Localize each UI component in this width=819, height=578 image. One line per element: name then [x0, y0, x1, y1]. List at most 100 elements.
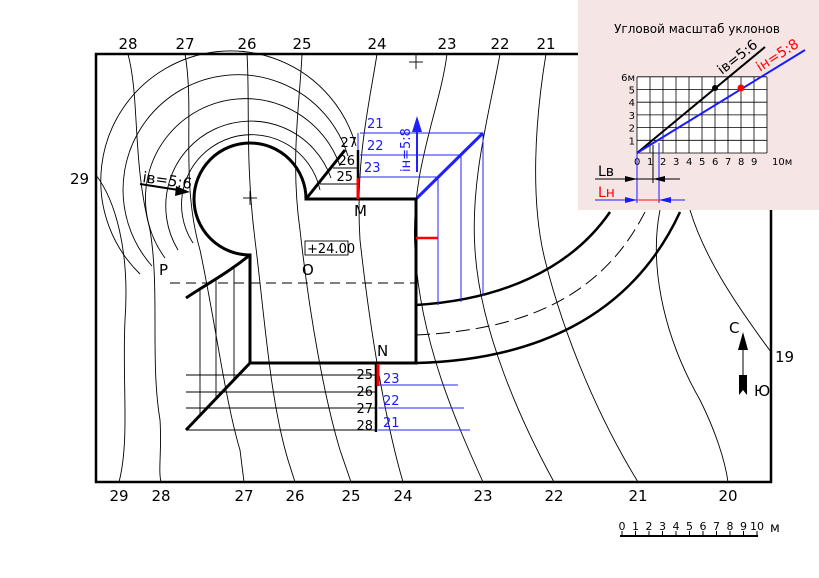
scale-tick-label: 5	[686, 520, 693, 533]
svg-text:24: 24	[393, 487, 412, 505]
svg-text:м: м	[770, 521, 780, 536]
cut-slope-label: iн=5:8	[399, 128, 414, 172]
svg-text:23: 23	[383, 372, 400, 387]
svg-text:22: 22	[367, 139, 384, 154]
contour-29	[95, 174, 127, 483]
svg-text:27: 27	[175, 35, 194, 53]
contour-23	[413, 53, 484, 483]
crosshair-icon	[243, 55, 423, 205]
contour-19	[689, 209, 772, 353]
svg-text:21: 21	[367, 117, 384, 132]
svg-text:28: 28	[118, 35, 137, 53]
svg-text:23: 23	[364, 161, 381, 176]
north-arrow-icon	[738, 332, 748, 395]
inset-x-tick: 2	[660, 157, 666, 168]
contour-21	[535, 53, 639, 483]
svg-text:26: 26	[285, 487, 304, 505]
scale-tick-label: 4	[673, 520, 680, 533]
svg-text:23: 23	[473, 487, 492, 505]
right-contour-label: 19	[775, 348, 794, 366]
top-fill-marks: 27 26 25	[336, 136, 357, 185]
svg-text:27: 27	[234, 487, 253, 505]
slope-scale-inset: Угловой масштаб уклонов 123456м012345678…	[578, 0, 819, 210]
contour-27	[184, 53, 245, 483]
svg-text:25: 25	[341, 487, 360, 505]
contour-28	[127, 53, 162, 483]
scale-tick-label: 7	[713, 520, 720, 533]
svg-text:29: 29	[109, 487, 128, 505]
cut-arrow-icon	[412, 116, 422, 172]
point-N: N	[377, 342, 388, 360]
scale-tick-label: 0	[619, 520, 626, 533]
inset-title: Угловой масштаб уклонов	[614, 22, 780, 36]
inset-x-tick: 6	[712, 157, 718, 168]
inset-y-tick: 6м	[621, 73, 635, 84]
point-P: P	[159, 261, 168, 279]
scale-tick-label: 10	[750, 520, 764, 533]
svg-text:26: 26	[338, 154, 355, 169]
point-O: O	[302, 261, 314, 279]
svg-text:21: 21	[536, 35, 555, 53]
fill-arrow-icon	[139, 183, 190, 196]
elevation-mark: +24.00	[307, 242, 355, 257]
cut-scale-line	[636, 49, 806, 154]
svg-text:26: 26	[356, 385, 373, 400]
svg-text:23: 23	[437, 35, 456, 53]
svg-text:22: 22	[490, 35, 509, 53]
inset-y-tick: 1	[629, 136, 635, 147]
inset-y-tick: 3	[629, 111, 635, 122]
svg-text:22: 22	[383, 394, 400, 409]
svg-text:25: 25	[356, 368, 373, 383]
inset-y-tick: 2	[629, 124, 635, 135]
bottom-cut-marks: 23 22 21	[383, 372, 400, 431]
svg-text:20: 20	[718, 487, 737, 505]
scale-tick-label: 2	[646, 520, 653, 533]
inset-x-tick: 5	[699, 157, 705, 168]
svg-text:25: 25	[336, 170, 353, 185]
contour-22	[473, 53, 555, 483]
platform-outline	[170, 141, 418, 432]
svg-text:25: 25	[292, 35, 311, 53]
inset-x-tick: 10м	[772, 157, 792, 168]
compass-north: С	[729, 319, 739, 337]
red-markers	[356, 178, 438, 386]
scale-tick-label: 8	[727, 520, 734, 533]
inset-x-tick: 1	[647, 157, 653, 168]
contour-24	[358, 53, 404, 483]
inset-x-tick: 7	[725, 157, 731, 168]
bottom-contour-labels: 29 28 27 26 25 24 23 22 21 20	[109, 487, 737, 505]
point-M: M	[354, 202, 367, 220]
compass-south: Ю	[754, 382, 770, 400]
svg-text:Lн: Lн	[598, 185, 615, 201]
contour-26	[246, 53, 296, 483]
svg-text:24: 24	[367, 35, 386, 53]
inset-x-tick: 4	[686, 157, 692, 168]
svg-text:27: 27	[340, 136, 357, 151]
fill-scale-line	[636, 46, 766, 154]
top-contour-labels: 28 27 26 25 24 23 22 21	[118, 35, 555, 53]
scale-tick-label: 6	[700, 520, 707, 533]
svg-text:21: 21	[383, 416, 400, 431]
inset-x-tick: 8	[738, 157, 744, 168]
inset-y-tick: 5	[629, 86, 635, 97]
svg-text:Lв: Lв	[598, 164, 614, 180]
cut-edge-line	[414, 131, 485, 201]
left-contour-label: 29	[70, 170, 89, 188]
contour-20	[656, 209, 729, 483]
svg-text:28: 28	[356, 419, 373, 434]
svg-text:26: 26	[237, 35, 256, 53]
top-cut-marks: 21 22 23	[364, 117, 384, 176]
svg-text:28: 28	[151, 487, 170, 505]
svg-text:21: 21	[628, 487, 647, 505]
scale-tick-label: 9	[740, 520, 747, 533]
road	[415, 211, 682, 365]
scale-tick-label: 1	[632, 520, 639, 533]
inset-y-tick: 4	[629, 98, 635, 109]
fill-slope-arcs	[100, 50, 357, 275]
inset-x-tick: 3	[673, 157, 679, 168]
slope-hatching	[186, 167, 376, 431]
scale-tick-label: 3	[659, 520, 666, 533]
bottom-fill-marks: 25 26 27 28	[356, 368, 373, 434]
